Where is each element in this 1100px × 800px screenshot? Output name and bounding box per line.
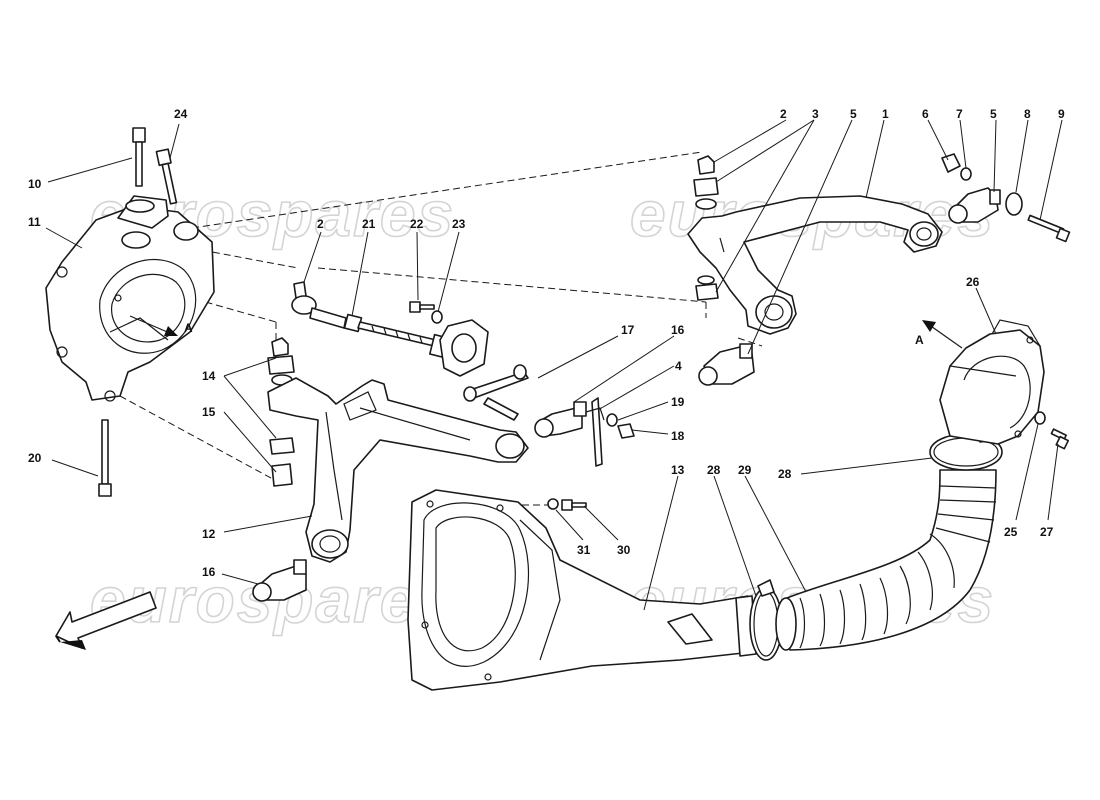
screw-9[interactable] (1027, 214, 1071, 243)
view-a-arrow-left: A (129, 315, 193, 336)
washer-31[interactable] (547, 498, 559, 510)
washer-7[interactable] (960, 167, 972, 181)
view-a-label-right: A (915, 333, 924, 347)
callout-10: 10 (28, 177, 42, 191)
callout-16-right: 16 (671, 323, 685, 337)
callout-5-right: 5 (990, 107, 997, 121)
callouts: 24 10 11 2 21 22 23 14 15 20 12 16 17 16… (28, 107, 1065, 579)
leader-lines (45, 119, 1063, 611)
nut-6[interactable] (941, 153, 961, 173)
callout-18: 18 (671, 429, 685, 443)
callout-26: 26 (966, 275, 980, 289)
callout-31: 31 (577, 543, 591, 557)
callout-12: 12 (202, 527, 216, 541)
callout-21: 21 (362, 217, 376, 231)
washer-19[interactable] (606, 413, 618, 427)
bush-5-lower[interactable] (698, 343, 755, 386)
callout-8: 8 (1024, 107, 1031, 121)
callout-19: 19 (671, 395, 685, 409)
hose-clamp-28-left[interactable] (749, 579, 783, 661)
callout-13: 13 (671, 463, 685, 477)
callout-29: 29 (738, 463, 752, 477)
lower-wishbone[interactable] (267, 377, 529, 563)
corrugated-hose-29[interactable] (775, 469, 997, 651)
callout-24: 24 (174, 107, 188, 121)
washer-23[interactable] (431, 310, 443, 324)
callout-22: 22 (410, 217, 424, 231)
air-intake-26[interactable] (939, 319, 1045, 445)
bush-stack-right[interactable] (693, 155, 719, 301)
front-direction-arrow (55, 591, 157, 650)
callout-15: 15 (202, 405, 216, 419)
callout-20: 20 (28, 451, 42, 465)
callout-25: 25 (1004, 525, 1018, 539)
bush-16-left[interactable] (252, 559, 307, 602)
view-a-arrow-right: A (915, 320, 963, 349)
screw-27[interactable] (1050, 428, 1070, 450)
callout-30: 30 (617, 543, 631, 557)
callout-14: 14 (202, 369, 216, 383)
nut-18[interactable] (617, 423, 635, 439)
callout-1: 1 (882, 107, 889, 121)
callout-28-left: 28 (707, 463, 721, 477)
callout-2-left: 2 (317, 217, 324, 231)
view-a-label-left: A (184, 321, 193, 335)
callout-27: 27 (1040, 525, 1054, 539)
bolt-20[interactable] (98, 419, 112, 497)
bolt-22[interactable] (409, 301, 435, 313)
bracket-4[interactable] (585, 397, 605, 467)
callout-17: 17 (621, 323, 635, 337)
callout-5-left: 5 (850, 107, 857, 121)
callout-3: 3 (812, 107, 819, 121)
callout-7: 7 (956, 107, 963, 121)
track-rod-assembly[interactable] (291, 281, 489, 377)
hub-carrier[interactable] (45, 195, 215, 402)
bush-5-upper[interactable] (948, 187, 1001, 224)
upper-wishbone[interactable] (687, 195, 943, 335)
callout-23: 23 (452, 217, 466, 231)
callout-28-right: 28 (778, 467, 792, 481)
bolt-24[interactable] (155, 148, 179, 205)
callout-2-right: 2 (780, 107, 787, 121)
bolt-10[interactable] (132, 127, 146, 187)
callout-4: 4 (675, 359, 682, 373)
callout-9: 9 (1058, 107, 1065, 121)
spacer-8[interactable] (1005, 192, 1023, 216)
screw-30[interactable] (561, 499, 587, 511)
link-rod-17[interactable] (463, 364, 529, 421)
washer-25[interactable] (1034, 411, 1046, 425)
bush-stack-left-top[interactable] (267, 337, 295, 386)
bush-stack-left-bottom[interactable] (269, 437, 295, 487)
bush-16-right[interactable] (534, 401, 587, 438)
callout-11: 11 (28, 215, 41, 229)
callout-16-left: 16 (202, 565, 216, 579)
callout-6: 6 (922, 107, 929, 121)
